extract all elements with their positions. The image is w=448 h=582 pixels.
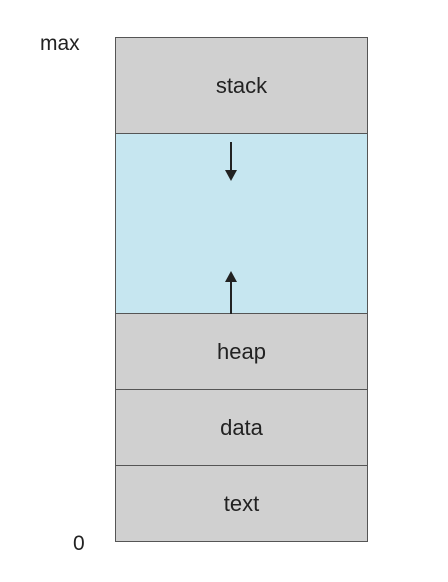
heap-label: heap [217, 338, 266, 364]
text-label: text [223, 490, 260, 516]
data-label: data [220, 414, 263, 440]
address-max-label: max [40, 32, 80, 55]
address-zero-label: 0 [73, 532, 85, 555]
data-segment: data [116, 390, 367, 466]
stack-label: stack [215, 72, 268, 98]
stack-growth-down-arrow-icon [225, 142, 237, 181]
stack-segment: stack [116, 38, 367, 134]
free-space-region [116, 134, 367, 314]
text-segment: text [116, 466, 367, 541]
memory-layout-diagram: stack heap data text [115, 37, 368, 542]
heap-segment: heap [116, 314, 367, 390]
heap-growth-up-arrow-icon [225, 271, 237, 314]
